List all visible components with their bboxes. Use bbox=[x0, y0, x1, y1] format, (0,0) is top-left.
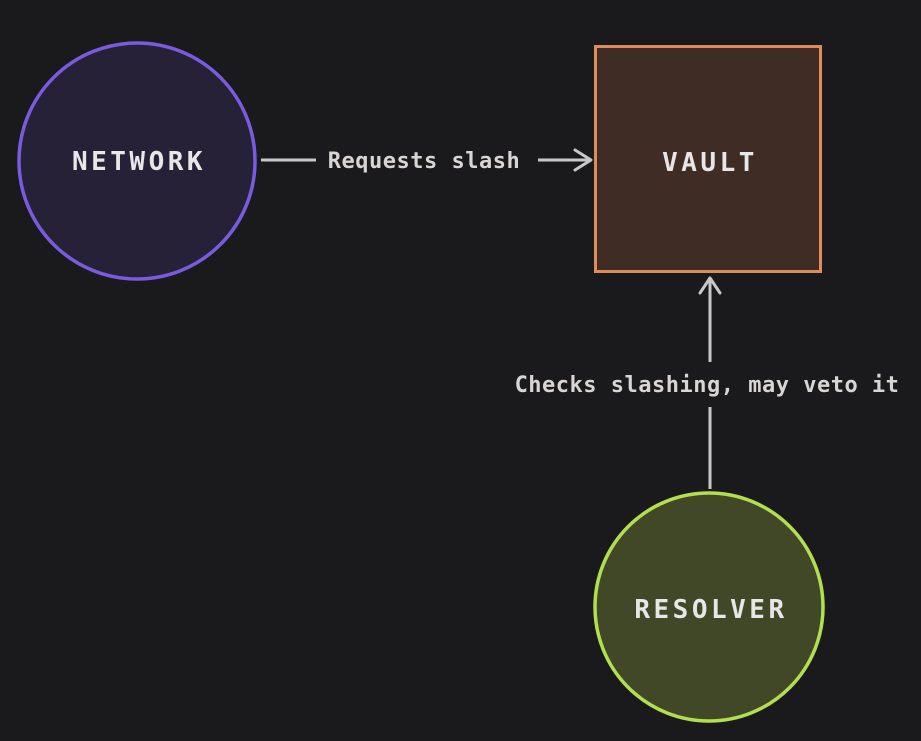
vault-node-group: VAULT bbox=[594, 45, 822, 273]
network-node-label: NETWORK bbox=[72, 147, 206, 177]
resolver-node-group: RESOLVER bbox=[593, 491, 825, 723]
network-node-group: NETWORK bbox=[17, 41, 257, 281]
arrowhead-right-icon bbox=[573, 148, 593, 172]
resolver-node bbox=[593, 491, 825, 723]
edge-label-requests-slash: Requests slash bbox=[328, 149, 520, 174]
arrowhead-up-icon bbox=[698, 276, 722, 295]
edge-network-to-vault: Requests slash bbox=[261, 148, 593, 174]
resolver-node-label: RESOLVER bbox=[634, 595, 787, 625]
edge-resolver-to-vault: Checks slashing, may veto it bbox=[515, 276, 900, 489]
vault-node-label: VAULT bbox=[662, 148, 758, 178]
vault-node bbox=[594, 45, 822, 273]
edge-label-checks-slashing: Checks slashing, may veto it bbox=[515, 373, 900, 398]
network-node bbox=[17, 41, 257, 281]
